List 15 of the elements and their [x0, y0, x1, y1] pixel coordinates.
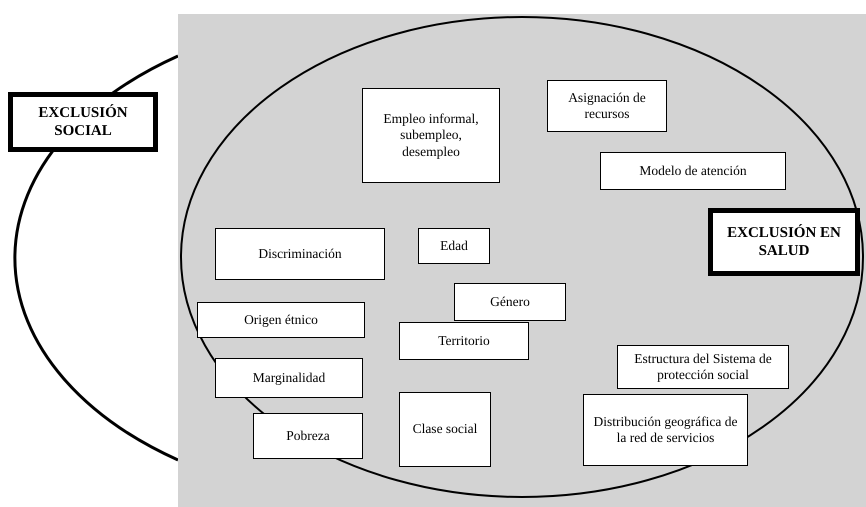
factor-box: Marginalidad [215, 358, 363, 398]
factor-box: Género [454, 283, 566, 321]
factor-box: Modelo de atención [600, 152, 786, 190]
factor-box: Empleo informal, subempleo, desempleo [362, 88, 500, 183]
factor-box: Clase social [399, 392, 491, 467]
factor-box: Estructura del Sistema de protección social [617, 345, 789, 389]
factor-box: Distribución geográfica de la red de servicios [583, 394, 748, 466]
factor-box: Pobreza [253, 413, 363, 459]
heading-box: EXCLUSIÓN EN SALUD [708, 208, 860, 276]
factor-box: Discriminación [215, 228, 385, 280]
factor-box: Asignación de recursos [547, 80, 667, 132]
factor-box: Origen étnico [197, 302, 365, 338]
heading-box: EXCLUSIÓN SOCIAL [8, 92, 158, 152]
factor-box: Territorio [399, 322, 529, 360]
factor-box: Edad [418, 228, 490, 264]
